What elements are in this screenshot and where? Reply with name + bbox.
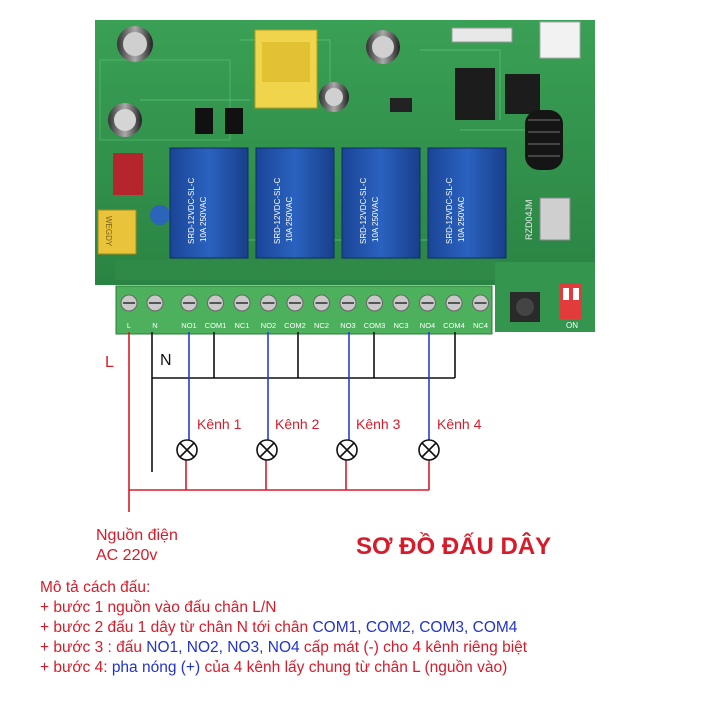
terminal-screw-com2 bbox=[286, 294, 304, 312]
relay-2-rating: 10A 250VAC bbox=[285, 197, 294, 242]
lamp-2 bbox=[256, 439, 278, 461]
terminal-label-com1: COM1 bbox=[205, 321, 227, 330]
terminal-label-no4: NO4 bbox=[420, 321, 435, 330]
terminal-screw-nc3 bbox=[392, 294, 410, 312]
wires bbox=[128, 332, 456, 512]
channel-3-label: Kênh 3 bbox=[356, 416, 401, 432]
step-2-targets: COM1, COM2, COM3, COM4 bbox=[312, 619, 518, 636]
relay-4-text: SRD-12VDC-SL-C bbox=[445, 178, 454, 244]
x-capacitor bbox=[97, 209, 137, 255]
antenna-coil bbox=[525, 110, 563, 170]
relay-3-text: SRD-12VDC-SL-C bbox=[359, 178, 368, 244]
lamp-1 bbox=[176, 439, 198, 461]
board-model-text: RZD04JM bbox=[524, 199, 534, 240]
lamp-3 bbox=[336, 439, 358, 461]
instruction-step-4: + bước 4: pha nóng (+) của 4 kênh lấy ch… bbox=[40, 658, 527, 678]
relay-3: SRD-12VDC-SL-C 10A 250VAC bbox=[341, 147, 421, 259]
step-3-targets: NO1, NO2, NO3, NO4 bbox=[146, 639, 300, 656]
channel-1-label: Kênh 1 bbox=[197, 416, 242, 432]
terminal-screw-nc2 bbox=[313, 294, 330, 312]
fuse-block bbox=[113, 153, 143, 195]
channel-4-label: Kênh 4 bbox=[437, 416, 482, 432]
instruction-step-2: + bước 2 đấu 1 dây từ chân N tới chân CO… bbox=[40, 618, 527, 638]
crystal bbox=[539, 197, 571, 241]
relay-1-rating: 10A 250VAC bbox=[199, 197, 208, 242]
channel-2-label: Kênh 2 bbox=[275, 416, 320, 432]
terminal-label-com2: COM2 bbox=[284, 321, 306, 330]
lamp-4 bbox=[418, 439, 440, 461]
terminal-label-l: L bbox=[127, 321, 131, 330]
terminal-screw-no2 bbox=[260, 294, 277, 312]
terminal-screws bbox=[120, 294, 489, 312]
lamps bbox=[176, 439, 440, 461]
relays: SRD-12VDC-SL-C 10A 250VAC SRD-12VDC-SL-C… bbox=[169, 147, 507, 259]
terminal-label-nc3: NC3 bbox=[393, 321, 408, 330]
terminal-label-com3: COM3 bbox=[364, 321, 386, 330]
line-label: L bbox=[105, 354, 114, 371]
terminal-screw-l bbox=[120, 294, 138, 312]
pcb-lower-strip bbox=[115, 260, 495, 280]
relay-1-text: SRD-12VDC-SL-C bbox=[187, 178, 196, 244]
terminal-screw-no3 bbox=[339, 294, 357, 312]
dip-label-1: 1 bbox=[563, 289, 567, 296]
power-source-label: Nguồn điện AC 220v bbox=[96, 526, 178, 566]
step-2-prefix: + bước 2 đấu 1 dây từ chân N tới chân bbox=[40, 619, 313, 636]
terminal-label-no2: NO2 bbox=[261, 321, 276, 330]
terminal-label-nc1: NC1 bbox=[234, 321, 249, 330]
push-button bbox=[510, 292, 540, 322]
dip-label-on: ON bbox=[566, 321, 578, 330]
terminal-labels: L N NO1 COM1 NC1 NO2 COM2 NC2 NO3 COM3 NC3 NO4 COM4 N… bbox=[127, 321, 488, 330]
instruction-step-1: + bước 1 nguồn vào đấu chân L/N bbox=[40, 599, 277, 616]
terminal-screw-com4 bbox=[445, 294, 463, 312]
power-label-line2: AC 220v bbox=[96, 547, 158, 564]
relay-4-rating: 10A 250VAC bbox=[457, 197, 466, 242]
step-4-highlight: pha nóng (+) bbox=[111, 659, 201, 676]
terminal-label-no3: NO3 bbox=[340, 321, 355, 330]
diagram-title: SƠ ĐỒ ĐẤU DÂY bbox=[356, 533, 552, 560]
terminal-screw-nc1 bbox=[233, 294, 251, 312]
neutral-label: N bbox=[160, 352, 172, 369]
step-3-suffix: cấp mát (-) cho 4 kênh riêng biệt bbox=[299, 639, 528, 656]
terminal-screw-n bbox=[146, 294, 164, 312]
relay-4: SRD-12VDC-SL-C 10A 250VAC bbox=[427, 147, 507, 259]
instructions: Mô tả cách đấu: + bước 1 nguồn vào đấu c… bbox=[40, 578, 527, 678]
terminal-label-n: N bbox=[152, 321, 157, 330]
terminal-label-nc4: NC4 bbox=[473, 321, 488, 330]
relay-2-text: SRD-12VDC-SL-C bbox=[273, 178, 282, 244]
dip-label-2: 2 bbox=[573, 289, 577, 296]
instructions-heading: Mô tả cách đấu: bbox=[40, 579, 151, 596]
terminal-label-com4: COM4 bbox=[443, 321, 465, 330]
instruction-step-3: + bước 3 : đấu NO1, NO2, NO3, NO4 cấp má… bbox=[40, 638, 527, 658]
step-4-suffix: của 4 kênh lấy chung từ chân L (nguồn và… bbox=[200, 659, 508, 676]
terminal-screw-com1 bbox=[207, 294, 224, 312]
terminal-screw-nc4 bbox=[472, 294, 489, 312]
chips bbox=[195, 21, 581, 134]
power-label-line1: Nguồn điện bbox=[96, 527, 178, 544]
terminal-label-nc2: NC2 bbox=[314, 321, 329, 330]
capacitor-brand-text: WEGDY bbox=[104, 216, 113, 247]
terminal-label-no1: NO1 bbox=[181, 321, 196, 330]
relay-1: SRD-12VDC-SL-C 10A 250VAC bbox=[169, 147, 249, 259]
capacitors bbox=[108, 26, 400, 137]
terminal-screw-no1 bbox=[180, 294, 198, 312]
terminal-screw-com3 bbox=[366, 294, 383, 312]
terminal-block: L N NO1 COM1 NC1 NO2 COM2 NC2 NO3 COM3 NC3 NO4 COM4 N… bbox=[115, 285, 493, 335]
terminal-screw-no4 bbox=[419, 294, 436, 312]
step-3-prefix: + bước 3 : đấu bbox=[40, 639, 147, 656]
relay-2: SRD-12VDC-SL-C 10A 250VAC bbox=[255, 147, 335, 259]
step-4-prefix: + bước 4: bbox=[40, 659, 112, 676]
relay-3-rating: 10A 250VAC bbox=[371, 197, 380, 242]
